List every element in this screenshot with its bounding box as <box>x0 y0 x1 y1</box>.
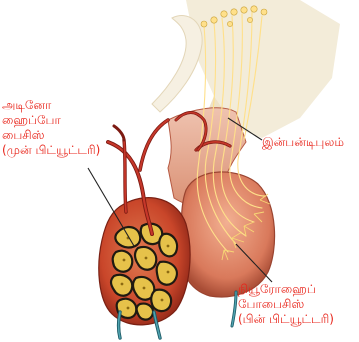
label-infundibulum: இன்பன்டிபுலம் <box>262 135 344 150</box>
label-adenohypophysis-line4: (முன் பிட்யூட்டரி) <box>2 143 100 158</box>
label-neurohypophysis-line3: (பின் பிட்யூட்டரி) <box>238 312 334 327</box>
label-adenohypophysis: அடினோ ஹைப்போ பைசிஸ் (முன் பிட்யூட்டரி) <box>2 98 100 158</box>
label-adenohypophysis-line3: பைசிஸ் <box>2 128 100 143</box>
label-neurohypophysis-line2: போபைசிஸ் <box>238 297 334 312</box>
label-neurohypophysis: நியூரோஹைப் போபைசிஸ் (பின் பிட்யூட்டரி) <box>238 282 334 327</box>
posterior-lobe <box>180 172 275 297</box>
label-neurohypophysis-line1: நியூரோஹைப் <box>238 282 334 297</box>
label-adenohypophysis-line2: ஹைப்போ <box>2 113 100 128</box>
label-adenohypophysis-line1: அடினோ <box>2 98 100 113</box>
label-infundibulum-text: இன்பன்டிபுலம் <box>262 135 344 150</box>
